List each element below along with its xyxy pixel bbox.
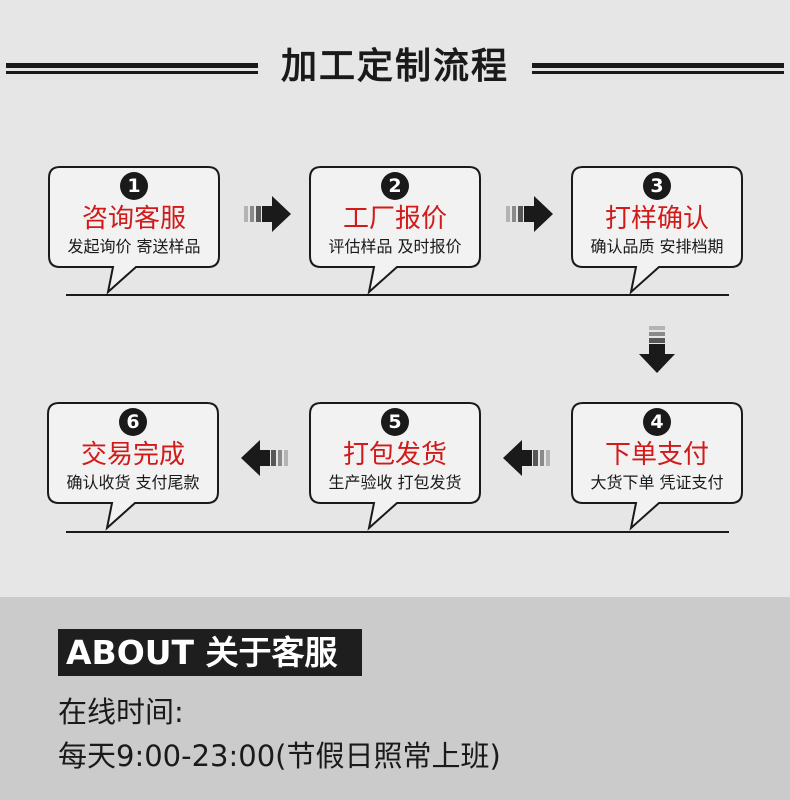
step-1: 1 咨询客服 发起询价 寄送样品 (48, 166, 220, 295)
step-title: 下单支付 (604, 440, 709, 470)
speech-bubble (571, 166, 743, 295)
step-number: 2 (381, 172, 409, 200)
about-badge-label: ABOUT 关于客服 (66, 633, 338, 672)
speech-bubble (309, 166, 481, 295)
row-2-baseline (66, 531, 729, 533)
step-desc: 确认品质 安排档期 (590, 237, 724, 256)
step-number: 6 (119, 408, 147, 436)
speech-bubble (47, 402, 219, 531)
step-desc: 确认收货 支付尾款 (66, 473, 200, 492)
step-number: 1 (120, 172, 148, 200)
arrow-left-icon (503, 440, 550, 476)
step-desc: 大货下单 凭证支付 (590, 473, 724, 492)
step-desc: 发起询价 寄送样品 (67, 237, 201, 256)
step-4: 4 下单支付 大货下单 凭证支付 (571, 402, 743, 531)
about-badge: ABOUT 关于客服 (58, 629, 362, 676)
step-5: 5 打包发货 生产验收 打包发货 (309, 402, 481, 531)
title-line-right (532, 63, 784, 76)
arrow-left-icon (241, 440, 288, 476)
title-line-left (6, 63, 258, 76)
speech-bubble (48, 166, 220, 295)
step-6: 6 交易完成 确认收货 支付尾款 (47, 402, 219, 531)
step-title: 工厂报价 (342, 204, 447, 234)
step-title: 交易完成 (80, 440, 185, 470)
step-2: 2 工厂报价 评估样品 及时报价 (309, 166, 481, 295)
step-desc: 评估样品 及时报价 (328, 237, 462, 256)
step-3: 3 打样确认 确认品质 安排档期 (571, 166, 743, 295)
step-title: 打样确认 (604, 204, 709, 234)
step-title: 打包发货 (342, 440, 447, 470)
arrow-right-icon (506, 196, 553, 232)
hours-value: 每天9:00-23:00(节假日照常上班) (58, 739, 501, 773)
arrow-right-icon (244, 196, 291, 232)
step-number: 5 (381, 408, 409, 436)
step-title: 咨询客服 (81, 204, 186, 234)
page-title: 加工定制流程 (280, 46, 509, 87)
arrow-down-icon (639, 326, 675, 373)
step-number: 3 (643, 172, 671, 200)
speech-bubble (309, 402, 481, 531)
step-number: 4 (643, 408, 671, 436)
hours-label: 在线时间: (58, 695, 184, 729)
step-desc: 生产验收 打包发货 (328, 473, 462, 492)
speech-bubble (571, 402, 743, 531)
row-1-baseline (66, 294, 729, 296)
